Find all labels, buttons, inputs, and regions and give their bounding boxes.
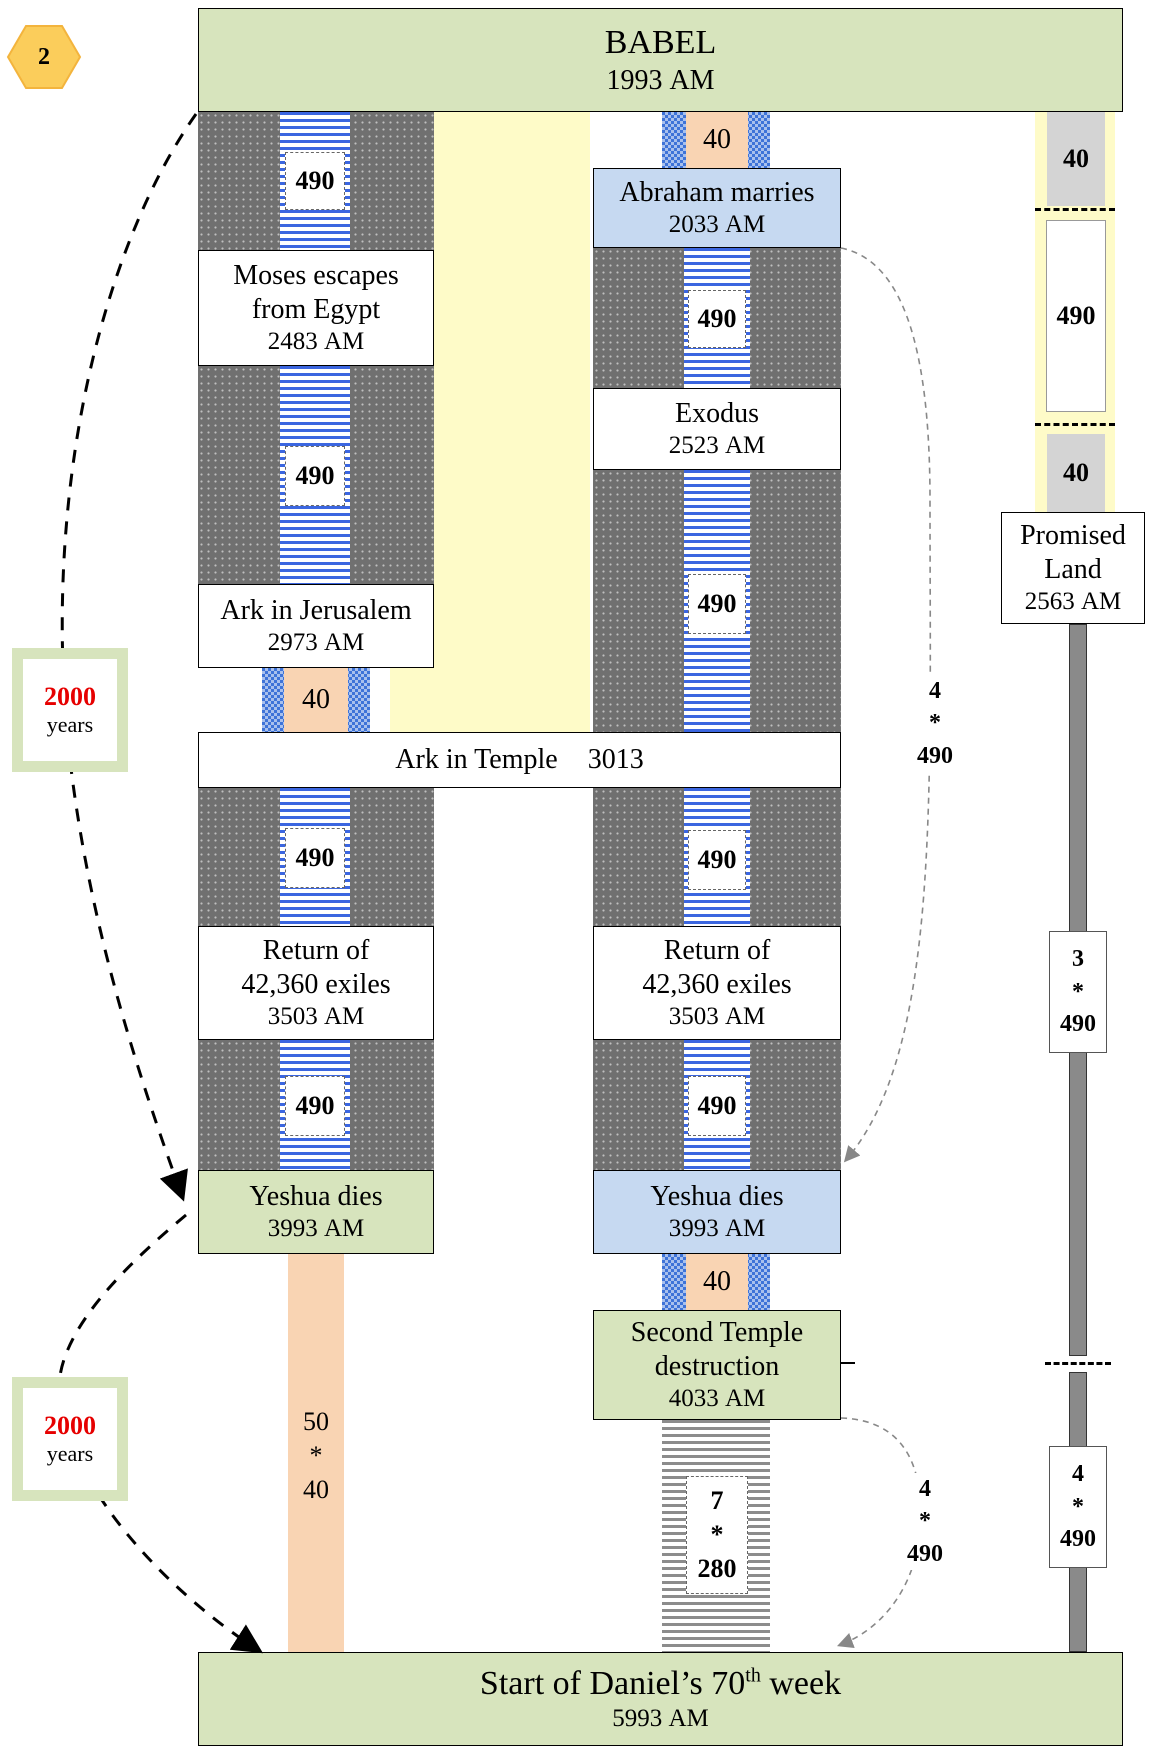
left-bar-50x40-label: 50 * 40 [288,1405,344,1506]
bar-7-mult: 280 [697,1553,737,1583]
years-upper-value: 2000 [44,682,96,711]
upper-arrow-mult: 490 [917,742,953,769]
mid-return-line2: 42,360 exiles [642,968,792,1000]
ark-temple-year: 3013 [587,743,644,775]
lower-arrow-star: * [919,1508,931,1535]
years-lower-value: 2000 [44,1411,96,1440]
bar-50-value: 50 [303,1407,329,1436]
mid-40-peach-bottom: 40 [686,1254,748,1310]
lower-arrow-label: 4 * 490 [890,1473,960,1571]
daniel-title: Start of Daniel’s 70th week [479,1664,842,1703]
promised-land-box: Promised Land 2563 AM [1001,512,1145,624]
hexagon-badge-icon [6,25,82,89]
mid-yeshua-year: 3993 AM [668,1214,766,1242]
mid-label-490-2: 490 [688,574,746,634]
temple-destruction-tick [841,1362,855,1364]
mid-label-490-4: 490 [688,1076,746,1136]
exodus-year: 2523 AM [668,431,766,459]
mid-label-490-1: 490 [688,290,746,348]
right-mult-3-star: * [1072,978,1084,1005]
right-seg-490: 490 [1046,220,1106,412]
right-mult-4-star: * [1072,1493,1084,1520]
moses-line2: from Egypt [251,293,381,325]
promised-line1: Promised [1020,519,1126,551]
badge-number: 2 [38,43,50,70]
bar-7-value: 7 [710,1486,724,1516]
lower-arrow-mult: 490 [907,1540,943,1567]
abraham-year: 2033 AM [668,210,766,238]
moses-box: Moses escapes from Egypt 2483 AM [198,250,434,366]
right-mult-4-value: 4 [1072,1461,1084,1488]
left-40-peach: 40 [284,668,348,732]
babel-title: BABEL [604,24,717,62]
abraham-label: Abraham marries [619,176,815,208]
daniel-year: 5993 AM [612,1705,709,1733]
mid-label-490-3: 490 [688,830,746,890]
left-return-box: Return of 42,360 exiles 3503 AM [198,926,434,1040]
bar-50-mult: 40 [303,1474,329,1504]
left-yeshua-label: Yeshua dies [249,1180,383,1212]
moses-line1: Moses escapes [233,259,399,291]
babel-box: BABEL 1993 AM [198,8,1123,112]
left-bar-50x40 [288,1254,344,1652]
upper-arrow-value: 4 [929,678,941,704]
left-label-490-2: 490 [285,446,345,506]
mid-return-line1: Return of [663,934,771,966]
ark-jerusalem-box: Ark in Jerusalem 2973 AM [198,584,434,668]
exodus-label: Exodus [675,397,759,429]
temple-destruction-box: Second Temple destruction 4033 AM [593,1310,841,1420]
promised-year: 2563 AM [1024,587,1122,615]
years-upper-unit: years [46,712,94,737]
right-seg-40-top: 40 [1047,112,1105,206]
left-yeshua-box: Yeshua dies 3993 AM [198,1170,434,1254]
mid-yeshua-label: Yeshua dies [650,1180,784,1212]
upper-arrow-label: 4 * 490 [900,675,970,773]
years-box-lower: 2000 years [12,1377,128,1501]
left-return-year: 3503 AM [267,1002,365,1030]
left-label-490-4: 490 [285,1076,345,1136]
left-label-490-1: 490 [285,152,345,210]
right-mult-3-mult: 490 [1060,1011,1096,1038]
daniel-box: Start of Daniel’s 70th week 5993 AM [198,1652,1123,1746]
mid-return-year: 3503 AM [668,1002,766,1030]
abraham-box: Abraham marries 2033 AM [593,168,841,248]
temple-destruction-line1: Second Temple [630,1316,804,1348]
upper-arrow-star: * [929,710,941,737]
mid-40-peach-top: 40 [686,112,748,168]
mid-bar-7x280-label: 7 * 280 [686,1476,748,1594]
left-return-line2: 42,360 exiles [241,968,391,1000]
right-seg-40-bottom: 40 [1047,434,1105,512]
temple-destruction-line2: destruction [654,1350,780,1382]
ark-temple-label: Ark in Temple [395,743,558,775]
mid-yeshua-box: Yeshua dies 3993 AM [593,1170,841,1254]
mid-return-box: Return of 42,360 exiles 3503 AM [593,926,841,1040]
exodus-box: Exodus 2523 AM [593,388,841,470]
years-lower-unit: years [46,1441,94,1466]
temple-destruction-year: 4033 AM [668,1384,766,1412]
ark-temple-box: Ark in Temple 3013 [198,732,841,788]
babel-year: 1993 AM [606,64,715,96]
bar-50-star: * [309,1440,323,1470]
bar-7-star: * [710,1520,724,1550]
left-yeshua-year: 3993 AM [267,1214,365,1242]
right-dash-1 [1035,208,1115,211]
right-dash-2 [1035,423,1115,426]
right-mult-4-mult: 490 [1060,1526,1096,1553]
ark-jerusalem-year: 2973 AM [267,628,365,656]
left-return-line1: Return of [262,934,370,966]
right-mult-3-box: 3 * 490 [1049,931,1107,1053]
right-mult-3-value: 3 [1072,946,1084,973]
years-box-upper: 2000 years [12,648,128,772]
moses-year: 2483 AM [267,327,365,355]
lower-arrow-value: 4 [919,1476,931,1502]
right-mult-4-box: 4 * 490 [1049,1446,1107,1568]
left-label-490-3: 490 [285,828,345,888]
promised-line2: Land [1044,553,1102,585]
ark-jerusalem-label: Ark in Jerusalem [220,594,412,626]
right-pole-dash [1045,1362,1111,1365]
